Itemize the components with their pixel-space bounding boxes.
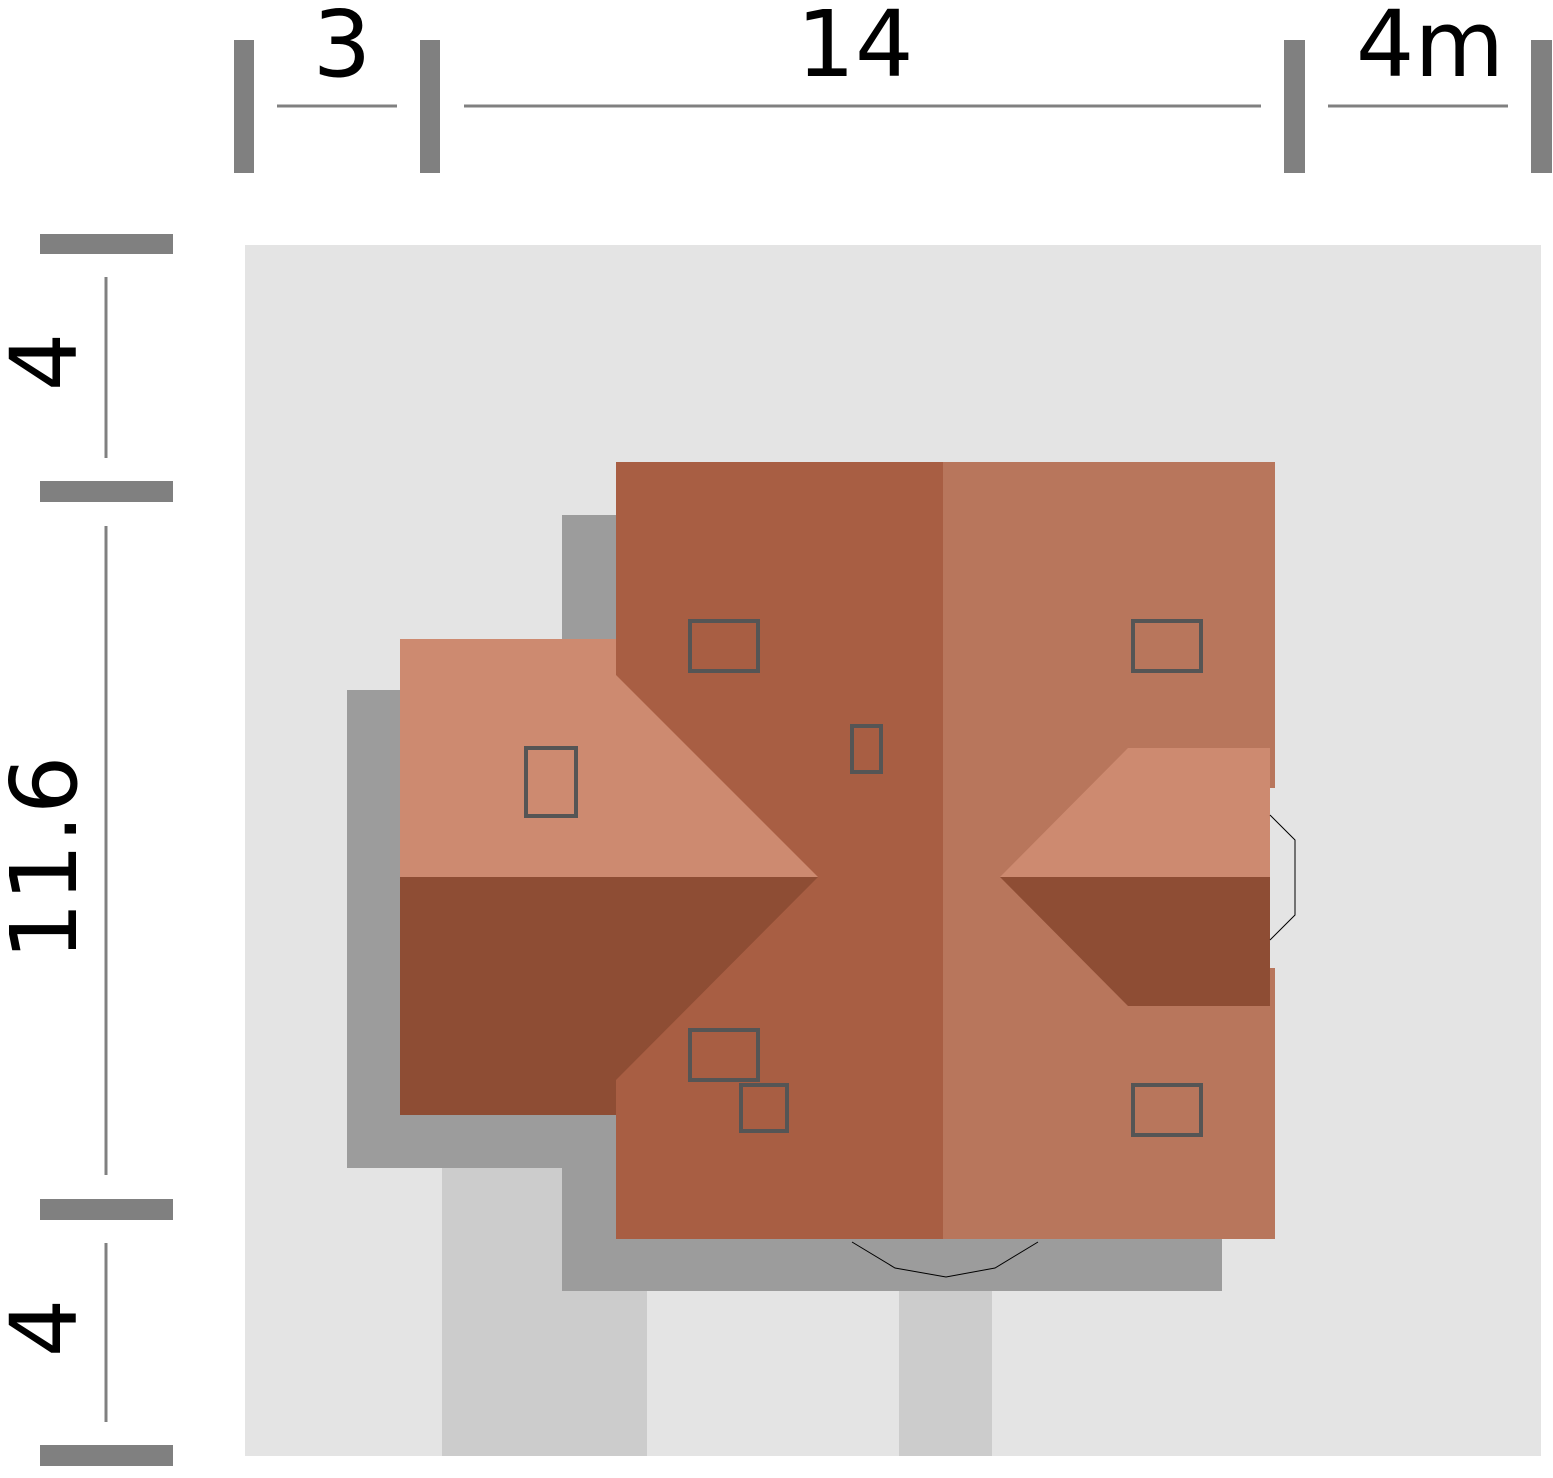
dim-tick (234, 40, 254, 173)
roof-wing-lower (400, 877, 818, 1115)
dim-tick (1284, 40, 1305, 173)
skylight (1131, 619, 1203, 673)
dim-label-top-left: 3 (313, 0, 372, 98)
dim-tick (40, 1445, 173, 1466)
skylight (524, 746, 578, 818)
skylight (850, 724, 883, 774)
dim-tick (1531, 40, 1552, 173)
roof-bay-gap (1270, 788, 1276, 968)
roof-bay-lower (1000, 877, 1270, 1006)
driveway-overlap (442, 1168, 562, 1291)
dim-label-left-middle: 11.6 (0, 756, 98, 961)
dim-label-left-top: 4 (0, 333, 98, 392)
dim-label-top-right: 4m (1356, 0, 1504, 98)
dim-label-left-bottom: 4 (0, 1299, 98, 1358)
dim-tick (420, 40, 440, 173)
bay-window-outline (1269, 814, 1296, 941)
skylight (1131, 1083, 1203, 1137)
roof-wing-upper (400, 639, 818, 877)
skylight (688, 1028, 760, 1082)
skylight (688, 619, 760, 673)
path-entrance (899, 1290, 992, 1456)
entrance-canopy-outline (851, 1241, 1039, 1278)
skylight (739, 1083, 789, 1133)
dim-label-top-middle: 14 (796, 0, 913, 98)
dim-tick (40, 234, 173, 254)
dim-tick (40, 481, 173, 502)
roof-bay-upper (1000, 748, 1270, 877)
dim-tick (40, 1199, 173, 1220)
